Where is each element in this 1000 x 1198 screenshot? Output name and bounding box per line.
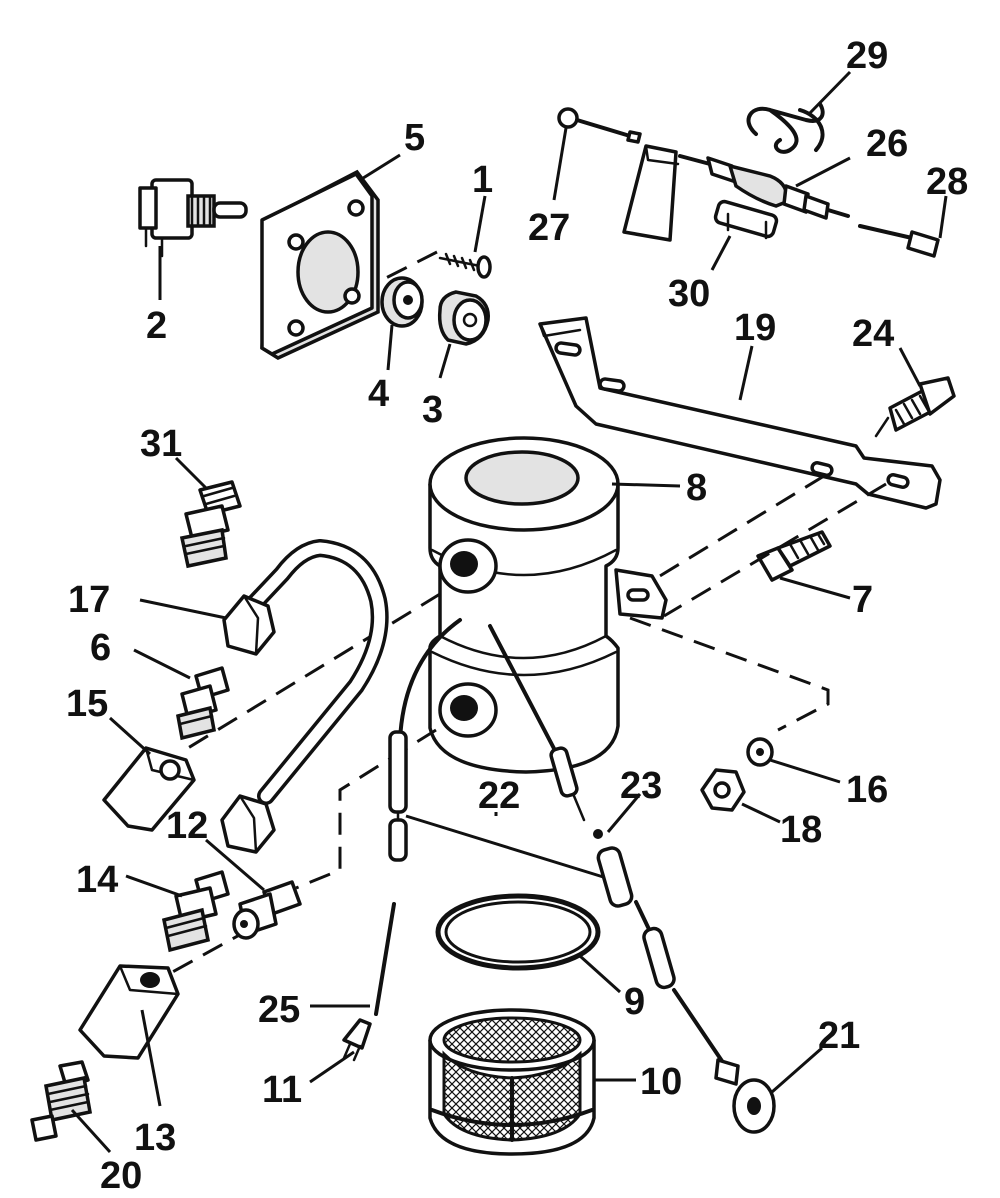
stud-nut-part [700,768,746,812]
callout-22: 22 [478,775,520,817]
fuel-line-part [220,538,389,854]
connector-wire-part [342,730,408,1062]
callout-1: 1 [472,159,493,201]
leader-8 [611,482,681,488]
ring-terminal-wire-part [549,746,776,1134]
leader-23 [606,793,642,833]
leader-5 [359,153,401,182]
leader-9 [578,954,622,994]
hex-nut-part [380,276,424,328]
fuse-holder-part [678,154,850,220]
hose-fitting-part-14 [161,870,230,953]
callout-20: 20 [100,1155,142,1197]
leader-11 [309,1050,355,1084]
callout-4: 4 [368,373,389,415]
callout-16: 16 [846,769,888,811]
leader-27 [552,127,568,201]
leader-1 [473,195,487,253]
fitting-block-part-13 [78,964,180,1060]
leader-15 [108,716,152,756]
leader-16 [769,758,841,784]
callout-11: 11 [262,1069,302,1111]
leader-30 [710,235,732,271]
wire-terminal-part [858,224,940,258]
hose-fitting-part-20 [30,1060,93,1142]
fitting-block-part-15 [102,746,196,832]
lock-washer-part [746,737,774,767]
callout-15: 15 [66,683,108,725]
leader-3 [438,343,452,379]
leader-19 [738,345,754,401]
fuel-pump-body-part [428,436,668,774]
leader-24 [898,347,922,387]
pump-wires-part [398,618,562,762]
leader-12 [205,838,265,892]
callout-27: 27 [528,207,570,249]
callout-26: 26 [866,123,908,165]
lead-wire-ring-part [557,107,642,144]
callout-23: 23 [620,765,662,807]
dashed-line-upper-port [187,592,441,750]
callout-8: 8 [686,467,707,509]
leader-20 [70,1108,112,1154]
callout-12: 12 [166,805,208,847]
leader-7 [779,576,851,600]
hose-fitting-part-12 [232,880,302,940]
leader-4 [386,324,394,371]
callout-28: 28 [926,161,968,203]
leader-6 [133,648,191,680]
callout-19: 19 [734,307,776,349]
leader-22-a [405,814,627,886]
callout-3: 3 [422,389,443,431]
hose-fitting-part-6 [175,666,230,741]
fuse-sleeve-part [622,144,680,242]
callout-25: 25 [258,989,300,1031]
leader-28 [938,195,948,239]
callout-9: 9 [624,981,645,1023]
dashed-line-lower-port [295,728,437,890]
callout-7: 7 [852,579,873,621]
callout-14: 14 [76,859,118,901]
callout-30: 30 [668,273,710,315]
leader-14 [125,874,183,898]
bracket-bolt-part [874,376,956,438]
leader-17 [139,598,227,620]
screw-part [438,252,492,279]
leader-29 [806,70,852,117]
toggle-switch-part [138,178,248,258]
leader-26 [795,156,851,188]
leader-18 [741,802,781,824]
mounting-plate-part [260,169,380,360]
switch-boot-part [437,290,490,346]
dashed-line-bracket-a [649,474,825,584]
fuel-filter-part [428,1008,596,1156]
spring-clip-part [746,102,825,154]
spring-clip-part-b [798,108,825,152]
callout-18: 18 [780,809,822,851]
callout-24: 24 [852,313,894,355]
callout-6: 6 [90,627,111,669]
callout-5: 5 [404,117,425,159]
dashed-line-stud [629,616,830,732]
callout-10: 10 [640,1061,682,1103]
callout-2: 2 [146,305,167,347]
leader-21 [771,1046,823,1094]
dashed-line-screw [377,250,438,284]
callout-21: 21 [818,1015,860,1057]
callout-13: 13 [134,1117,176,1159]
leader-31 [174,456,208,490]
dashed-line-bracket-b [663,482,887,618]
hose-fitting-part-31 [179,480,242,569]
callout-17: 17 [68,579,110,621]
o-ring-part [435,893,601,971]
leader-13 [140,1009,162,1107]
callout-31: 31 [140,423,182,465]
mounting-bracket-part [538,316,942,510]
callout-29: 29 [846,35,888,77]
fuse-part [713,199,779,240]
